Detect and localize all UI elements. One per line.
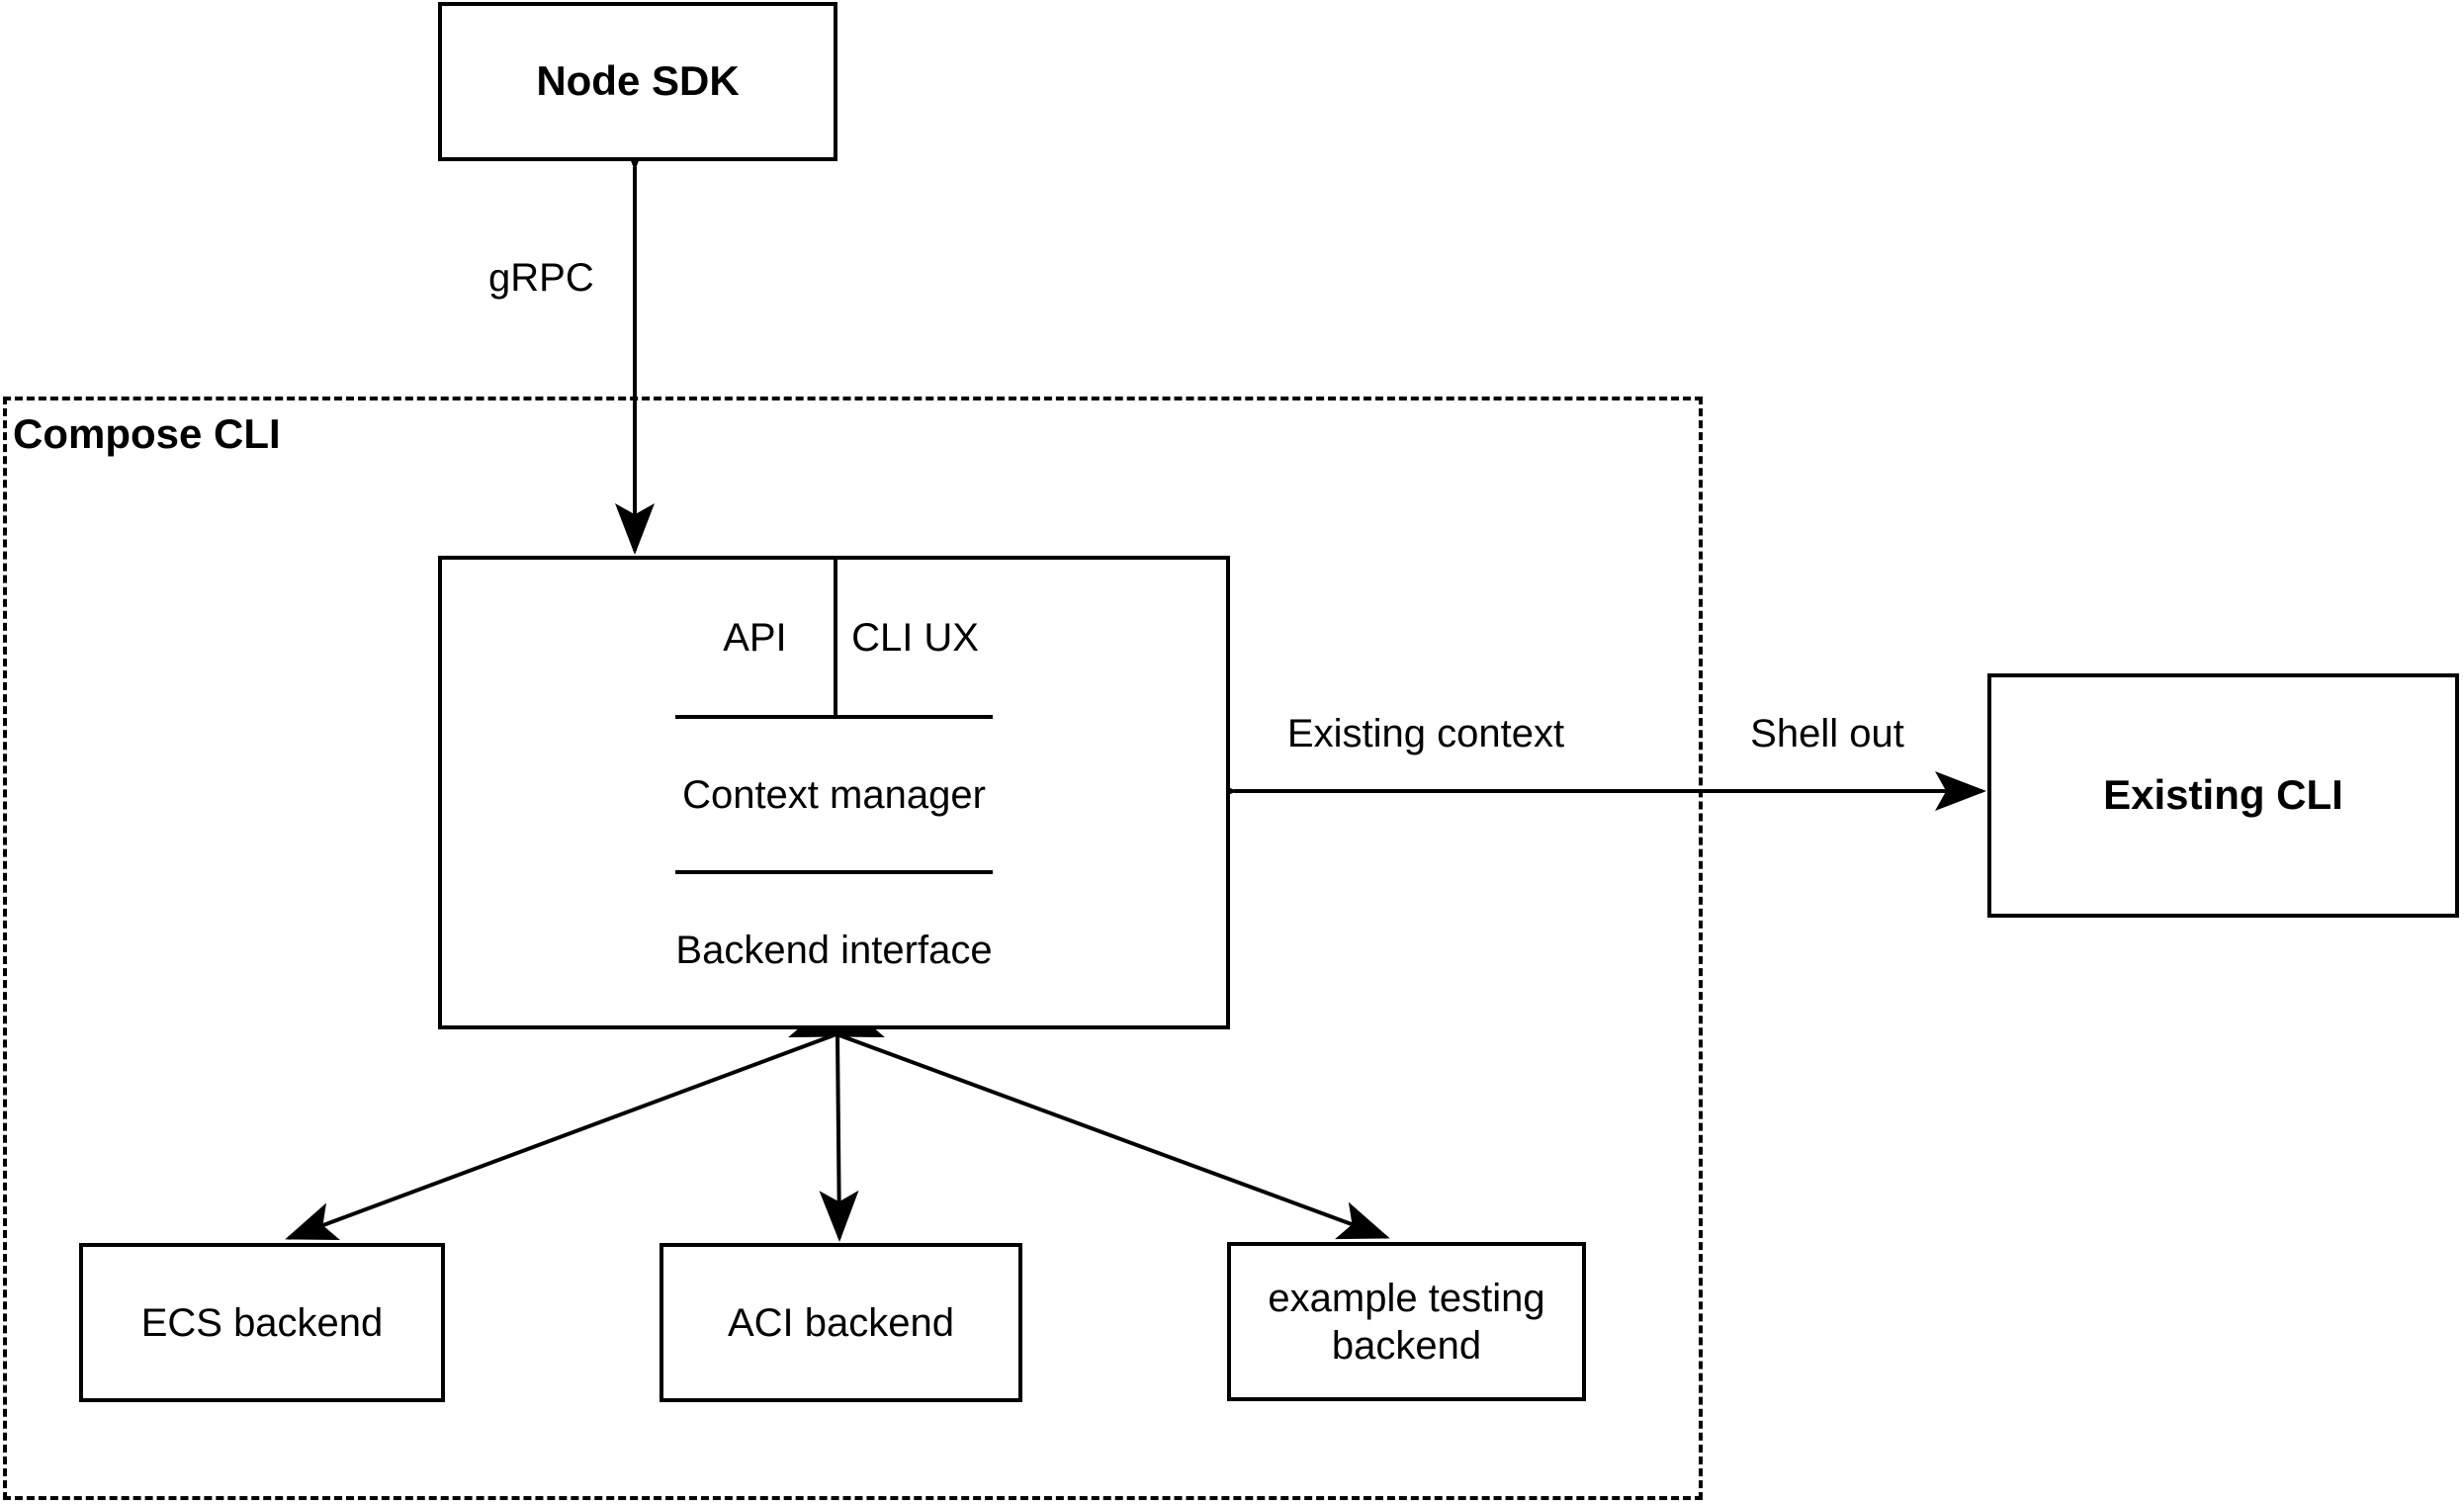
node-sdk-label: Node SDK xyxy=(536,57,740,105)
aci-backend-box: ACI backend xyxy=(660,1243,1022,1402)
node-sdk-box: Node SDK xyxy=(438,2,837,161)
context-manager-box: Context manager xyxy=(675,715,993,870)
shell-out-edge-label: Shell out xyxy=(1750,712,1904,755)
compose-cli-container: Compose CLI xyxy=(3,397,1703,1500)
existing-cli-box: Existing CLI xyxy=(1987,673,2459,918)
example-testing-backend-box: example testing backend xyxy=(1227,1242,1586,1401)
existing-context-edge-label: Existing context xyxy=(1286,712,1565,755)
grpc-edge-label: gRPC xyxy=(488,256,594,300)
compose-cli-stack: API CLI UX Context manager Backend inter… xyxy=(438,556,1230,1029)
stack-top-row: API CLI UX xyxy=(675,560,992,715)
api-label: API xyxy=(723,615,787,660)
existing-cli-label: Existing CLI xyxy=(2103,771,2343,819)
ecs-backend-box: ECS backend xyxy=(79,1243,445,1402)
api-box: API xyxy=(675,560,834,715)
ecs-backend-label: ECS backend xyxy=(140,1300,384,1345)
context-manager-label: Context manager xyxy=(682,772,986,817)
cli-ux-box: CLI UX xyxy=(834,560,992,715)
backend-interface-box: Backend interface xyxy=(675,870,993,1025)
compose-cli-container-label: Compose CLI xyxy=(13,410,281,457)
example-testing-backend-label: example testing backend xyxy=(1268,1276,1545,1368)
backend-interface-label: Backend interface xyxy=(675,928,993,972)
aci-backend-label: ACI backend xyxy=(727,1300,955,1345)
cli-ux-label: CLI UX xyxy=(851,615,979,660)
